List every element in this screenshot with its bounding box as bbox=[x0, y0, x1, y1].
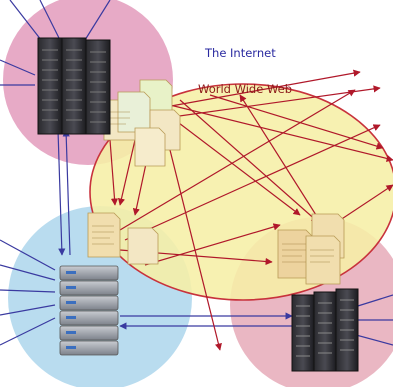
hyperlink-arrow bbox=[117, 139, 136, 206]
internet-link bbox=[39, 0, 61, 41]
hyperlink-arrow bbox=[144, 223, 281, 266]
document-cluster-right bbox=[277, 213, 345, 285]
internet-link bbox=[0, 239, 56, 271]
world-wide-web-label: World Wide Web bbox=[198, 82, 293, 96]
hyperlink-arrow bbox=[124, 124, 381, 241]
internet-link bbox=[84, 0, 111, 41]
hyperlink-arrow bbox=[119, 89, 356, 231]
document-cluster-top bbox=[103, 79, 181, 167]
document-cluster-left bbox=[87, 212, 159, 265]
hyperlink-arrow bbox=[159, 69, 361, 109]
rack-server-icon bbox=[291, 288, 359, 372]
internet-link bbox=[0, 289, 56, 293]
hyperlink-arrow bbox=[209, 94, 384, 150]
hyperlink-arrow bbox=[109, 139, 119, 206]
internet-link bbox=[0, 264, 56, 281]
rack-server-icon bbox=[37, 37, 111, 135]
internet-link bbox=[57, 129, 66, 256]
hyperlink-arrow bbox=[169, 104, 393, 162]
internet-link bbox=[62, 129, 71, 256]
internet-label: The Internet bbox=[205, 46, 276, 60]
document-icon bbox=[87, 212, 121, 258]
hyperlink-arrow bbox=[164, 129, 222, 351]
internet-link bbox=[0, 59, 36, 76]
document-text-lines bbox=[92, 111, 334, 263]
internet-link bbox=[0, 317, 56, 346]
document-icon bbox=[134, 127, 166, 167]
document-icon bbox=[127, 227, 159, 265]
web-page-documents bbox=[87, 79, 345, 285]
hyperlink-arrow bbox=[179, 99, 319, 223]
internet-link bbox=[0, 304, 56, 316]
hyperlink-arrow bbox=[174, 119, 301, 216]
document-icon bbox=[305, 235, 341, 285]
blade-server-icon bbox=[59, 265, 119, 356]
